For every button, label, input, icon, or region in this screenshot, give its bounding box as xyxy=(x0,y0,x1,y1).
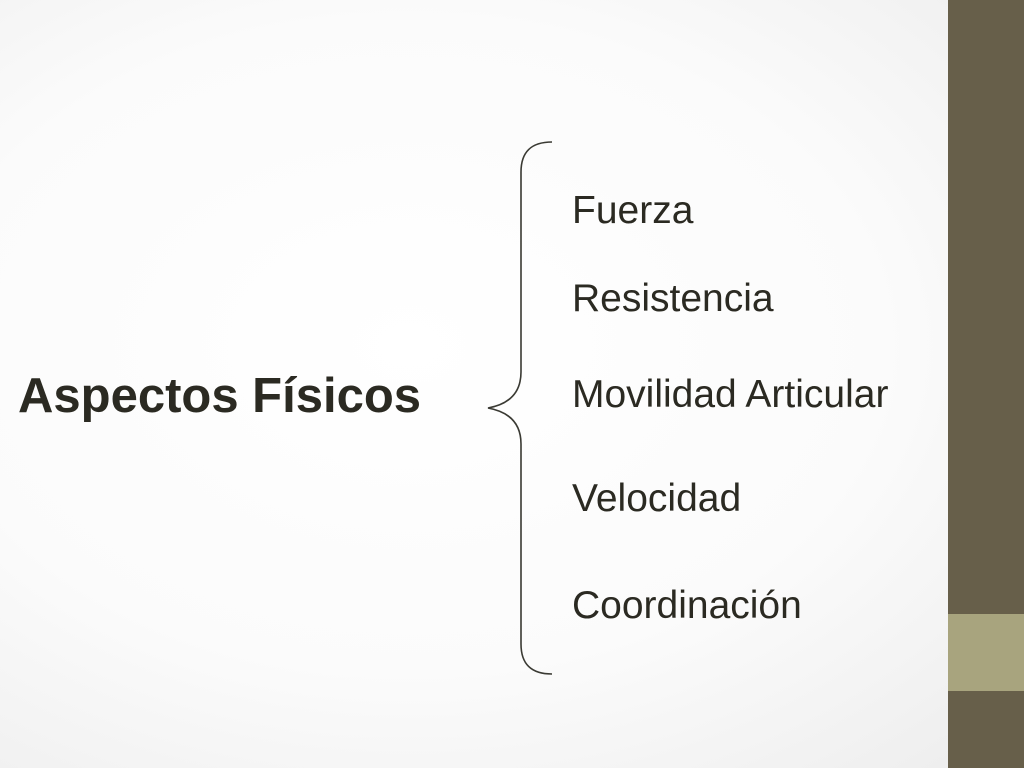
list-item-fuerza: Fuerza xyxy=(572,189,694,232)
list-item-coordinacion: Coordinación xyxy=(572,584,802,627)
decorative-side-accent xyxy=(948,614,1024,691)
list-item-movilidad-articular: Movilidad Articular xyxy=(572,373,889,416)
curly-brace xyxy=(487,141,553,675)
list-item-velocidad: Velocidad xyxy=(572,477,742,520)
brace-path xyxy=(487,141,553,675)
slide-canvas: Aspectos Físicos Fuerza Resistencia Movi… xyxy=(18,141,889,675)
list-item-resistencia: Resistencia xyxy=(572,277,774,320)
root-label: Aspectos Físicos xyxy=(18,369,422,423)
